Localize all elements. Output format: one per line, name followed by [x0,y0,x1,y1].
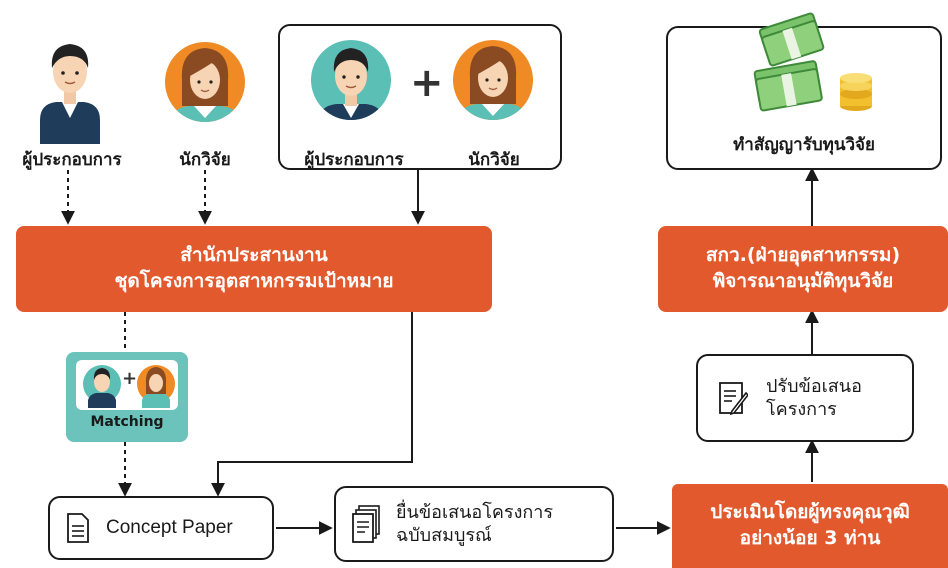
full-proposal-box: ยื่นข้อเสนอโครงการ ฉบับสมบูรณ์ [334,486,614,562]
full-proposal-line2: ฉบับสมบูรณ์ [396,525,492,546]
matching-badge: + Matching [66,352,188,442]
entrepreneur-avatar-icon [40,44,100,144]
expert-evaluation-line2: อย่างน้อย 3 ท่าน [739,527,881,549]
pair-entrepreneur-label: ผู้ประกอบการ [304,150,404,170]
expert-evaluation-line1: ประเมินโดยผู้ทรงคุณวุฒิ [710,501,910,524]
coordination-office-line1: สำนักประสานงาน [180,244,328,267]
matching-plus-icon: + [122,368,138,389]
document-edit-icon [719,382,748,416]
entrepreneur-label: ผู้ประกอบการ [22,150,122,170]
concept-paper-box: Concept Paper [48,496,274,560]
revise-proposal-box: ปรับข้อเสนอ โครงการ [696,354,914,442]
arrow-office-to-concept [211,312,413,497]
concept-paper-label: Concept Paper [106,516,233,538]
expert-evaluation-box: ประเมินโดยผู้ทรงคุณวุฒิ อย่างน้อย 3 ท่าน [672,484,948,568]
pair-entrepreneur-avatar-icon [311,40,391,120]
researcher-label: นักวิจัย [179,150,231,170]
coordination-office-box: สำนักประสานงาน ชุดโครงการอุตสาหกรรมเป้าห… [16,226,492,312]
coordination-office-line2: ชุดโครงการอุตสาหกรรมเป้าหมาย [114,270,394,292]
revise-proposal-line2: โครงการ [766,399,837,420]
document-icon [67,513,89,543]
matching-label: Matching [90,414,164,430]
pair-researcher-label: นักวิจัย [468,150,520,170]
trf-approval-box: สกว.(ฝ่ายอุตสาหกรรม) พิจารณาอนุมัติทุนวิ… [658,226,948,312]
documents-stack-icon [352,505,380,543]
money-stack-icon [753,12,872,112]
full-proposal-line1: ยื่นข้อเสนอโครงการ [396,501,554,523]
researcher-avatar-icon [165,42,245,122]
revise-proposal-line1: ปรับข้อเสนอ [766,375,862,397]
matching-researcher-icon [137,365,175,408]
trf-approval-line2: พิจารณาอนุมัติทุนวิจัย [712,270,894,292]
matching-entrepreneur-icon [83,365,121,408]
pair-researcher-avatar-icon [453,40,533,120]
funding-contract-label: ทำสัญญารับทุนวิจัย [733,135,875,155]
pair-plus-icon: + [410,60,444,106]
trf-approval-line1: สกว.(ฝ่ายอุตสาหกรรม) [705,244,901,267]
